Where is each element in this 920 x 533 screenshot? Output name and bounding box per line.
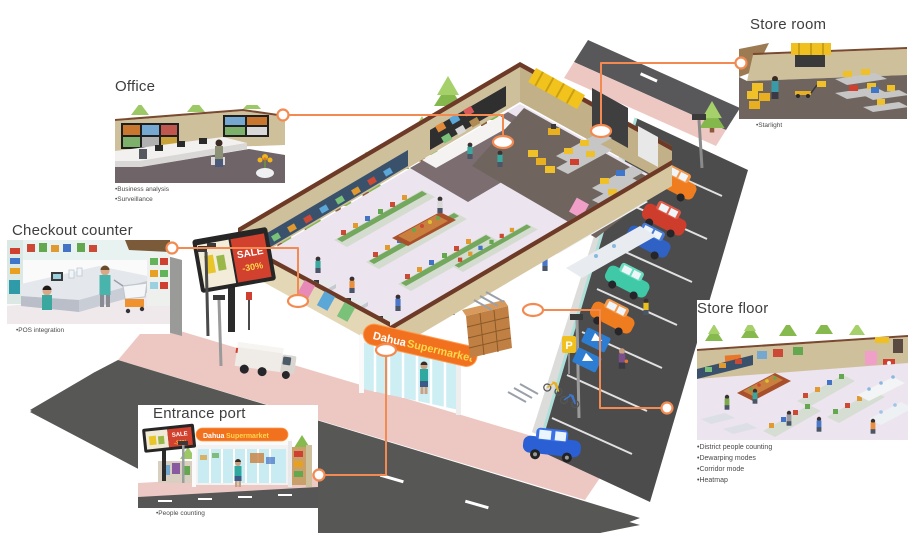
entrance-customer (420, 361, 428, 394)
callout-title: Store room (750, 16, 827, 33)
parked-car-teal (604, 262, 650, 300)
entrance-port-preview-image: Dahua Supermarket SALE -30% (138, 423, 318, 508)
callout-title: Checkout counter (12, 222, 133, 239)
entrance-sign-word1: Dahua (203, 433, 225, 440)
parking-sign-letter: P (565, 340, 572, 352)
entrance-sign: Dahua Supermarket (195, 427, 289, 442)
produce-stand (392, 212, 456, 246)
dock-truck (528, 68, 585, 110)
feature-bullet: •Corridor mode (697, 466, 745, 473)
callout-title: Entrance port (153, 405, 246, 422)
pedestrian-yellow (643, 298, 649, 315)
office-bullets: •Business analysis •Surveillance (115, 185, 285, 205)
delivery-truck (234, 342, 297, 379)
callout-office: Office (115, 78, 285, 203)
office-preview-image (115, 105, 285, 183)
feature-bullet: •People counting (156, 510, 205, 517)
forklift (548, 124, 560, 135)
parked-car-red (641, 200, 687, 238)
feature-bullet: •Heatmap (697, 477, 728, 484)
callout-entrance-port: Entrance port Dahua (138, 405, 318, 533)
feature-bullet: •POS integration (16, 327, 65, 334)
feature-bullet: •Starlight (756, 122, 783, 129)
callout-store-room: Store room (739, 16, 907, 136)
store-room-bullets: •Starlight (739, 121, 907, 131)
entrance-bullets: •People counting (138, 509, 318, 519)
store-floor-bullets: •District people counting •Dewarping mod… (697, 442, 912, 486)
checkout-bullets: •POS integration (7, 326, 170, 336)
entrance-sign-word2: Supermarket (226, 433, 269, 440)
feature-bullet: •Surveillance (115, 196, 153, 203)
feature-bullet: •District people counting (697, 444, 773, 451)
callout-checkout-counter: Checkout counter (7, 222, 170, 334)
callout-store-floor: Store floor (697, 300, 912, 500)
roadside-billboard: SALE -30% (192, 227, 276, 332)
callout-title: Office (115, 78, 156, 95)
mini-billboard-sale: SALE (172, 431, 189, 439)
locker-cabinet (462, 300, 512, 358)
feature-bullet: •Business analysis (115, 186, 169, 193)
cart-corral (507, 383, 539, 403)
callout-title: Store floor (697, 300, 769, 317)
indoor-carts (473, 291, 505, 311)
store-room-preview-image (739, 41, 907, 119)
car-blue-road (522, 427, 581, 463)
supermarket-building: Dahua Supermarket (238, 62, 672, 415)
wall-fridges (262, 150, 590, 252)
feature-bullet: •Dewarping modes (697, 455, 756, 462)
store-floor-preview-image (697, 325, 908, 440)
checkout-counter-preview-image (7, 240, 170, 324)
